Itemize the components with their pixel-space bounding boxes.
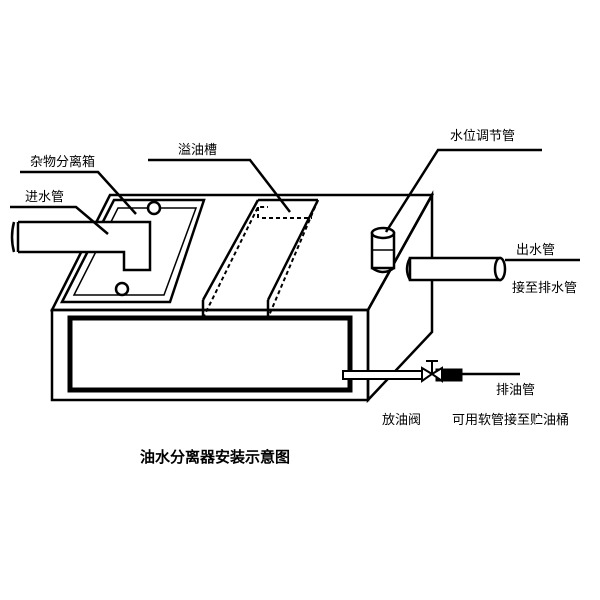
diagram-title: 油水分离器安装示意图 bbox=[140, 448, 290, 466]
water-level-regulator-pipe bbox=[370, 226, 396, 274]
label-outlet-pipe: 出水管 bbox=[516, 243, 555, 258]
label-overflow-trough: 溢油槽 bbox=[178, 143, 217, 158]
label-hose-to-tank: 可用软管接至贮油桶 bbox=[452, 412, 569, 428]
leader-inlet-pipe bbox=[10, 205, 109, 235]
inlet-pipe bbox=[10, 220, 152, 272]
tank-front-face bbox=[50, 308, 370, 402]
oil-drain-pipe bbox=[342, 368, 463, 382]
overflow-trough bbox=[201, 198, 320, 318]
overflow-trough-hidden-edges bbox=[202, 199, 319, 319]
label-inlet-pipe: 进水管 bbox=[25, 190, 64, 205]
drain-valve bbox=[421, 360, 443, 383]
label-drain-valve: 放油阀 bbox=[382, 413, 421, 428]
label-to-drain: 接至排水管 bbox=[512, 280, 577, 296]
tank-inspection-window bbox=[67, 315, 353, 393]
leader-debris-separator bbox=[20, 170, 137, 215]
label-oil-drain-pipe: 排油管 bbox=[496, 383, 535, 398]
outlet-pipe bbox=[405, 256, 507, 282]
label-debris-separator: 杂物分离箱 bbox=[30, 154, 95, 170]
leader-water-level-regulator bbox=[384, 148, 542, 233]
leader-overflow-trough bbox=[148, 158, 291, 213]
label-water-level-regulator: 水位调节管 bbox=[450, 129, 515, 144]
leader-lines bbox=[10, 148, 580, 376]
